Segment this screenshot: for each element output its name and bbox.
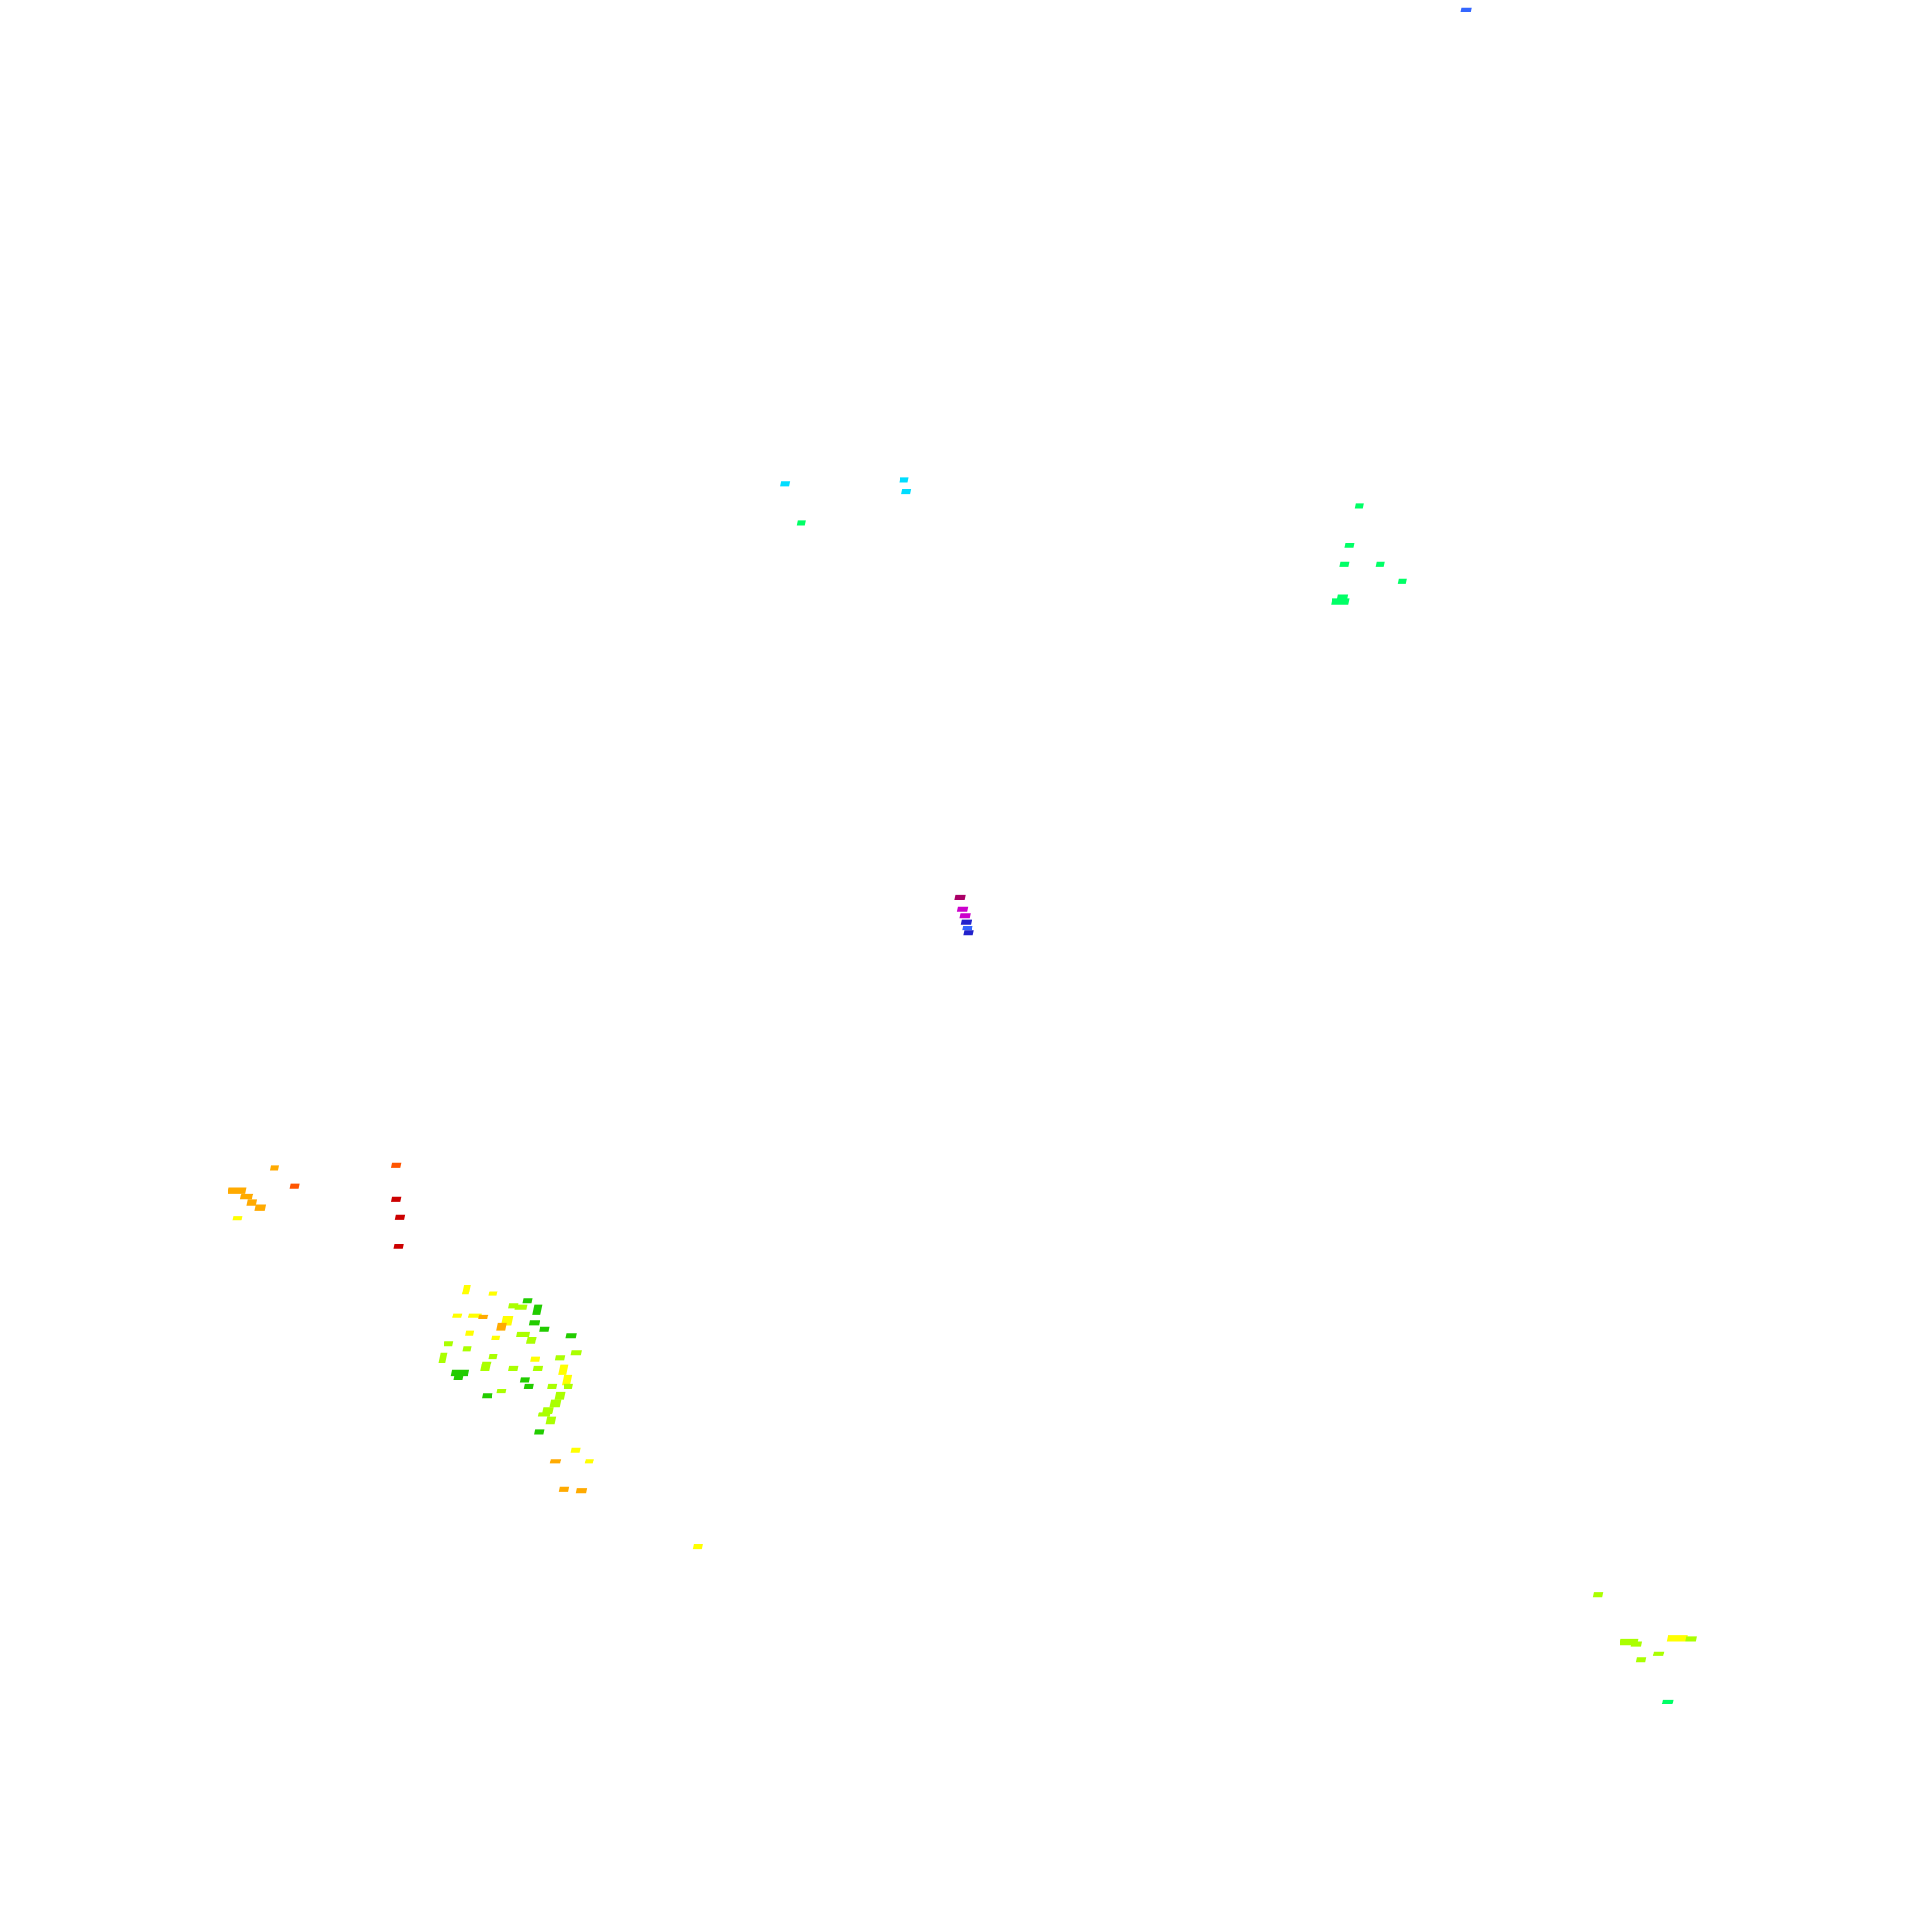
pixel-mark xyxy=(1331,598,1350,605)
pixel-mark xyxy=(523,1383,534,1389)
pixel-mark xyxy=(539,1326,550,1332)
pixel-mark xyxy=(963,930,974,936)
pixel-mark xyxy=(462,1346,472,1352)
pixel-mark xyxy=(514,1304,528,1310)
pixel-mark xyxy=(1354,503,1364,509)
pixel-mark xyxy=(959,913,971,919)
pixel-mark xyxy=(496,1322,507,1331)
pixel-mark xyxy=(537,1412,551,1417)
pixel-mark xyxy=(239,1193,254,1200)
pixel-mark xyxy=(570,1350,582,1356)
pixel-mark xyxy=(554,1391,566,1400)
pixel-mark xyxy=(530,1356,540,1362)
pixel-mark xyxy=(1661,1699,1674,1705)
pixel-mark xyxy=(960,919,972,925)
pixel-mark xyxy=(269,1165,280,1171)
pixel-mark xyxy=(522,1298,533,1304)
pixel-mark xyxy=(491,1335,501,1340)
pixel-mark xyxy=(480,1361,492,1371)
pixel-mark xyxy=(496,1389,507,1394)
pixel-mark xyxy=(508,1365,519,1372)
pixel-mark xyxy=(1339,561,1350,567)
pixel-mark xyxy=(780,481,791,487)
pixel-mark xyxy=(528,1320,540,1326)
pixel-mark xyxy=(461,1285,471,1295)
pixel-mark xyxy=(1336,594,1349,600)
pixel-mark xyxy=(453,1374,464,1381)
pixel-mark xyxy=(899,477,909,483)
pixel-mark xyxy=(516,1331,531,1338)
pixel-mark xyxy=(575,1488,588,1494)
pixel-mark xyxy=(796,520,806,526)
pixel-mark xyxy=(545,1416,557,1425)
pixel-mark xyxy=(547,1383,558,1389)
pixel-mark xyxy=(438,1352,448,1363)
pixel-mark xyxy=(901,489,912,495)
pixel-mark xyxy=(563,1383,573,1389)
pixel-mark xyxy=(1630,1641,1643,1647)
pixel-mark xyxy=(450,1369,470,1377)
pixel-mark xyxy=(390,1196,402,1202)
pixel-mark xyxy=(558,1364,569,1375)
pixel-mark xyxy=(584,1459,594,1464)
pixel-mark xyxy=(570,1447,581,1453)
pixel-mark xyxy=(1344,543,1355,548)
pixel-mark xyxy=(1666,1635,1688,1642)
pixel-mark xyxy=(532,1365,544,1372)
pixel-mark xyxy=(549,1459,562,1464)
pixel-mark xyxy=(565,1333,577,1339)
pixel-mark xyxy=(1592,1592,1604,1598)
pixel-mark xyxy=(482,1393,493,1399)
pixel-mark xyxy=(561,1374,573,1386)
pixel-mark xyxy=(534,1429,545,1435)
pixel-mark xyxy=(525,1337,537,1344)
pixel-mark xyxy=(1375,561,1385,567)
pixel-mark xyxy=(519,1377,530,1383)
pixel-mark xyxy=(1685,1636,1697,1642)
pixel-mark xyxy=(246,1199,258,1206)
pixel-mark xyxy=(549,1399,562,1408)
pixel-mark xyxy=(488,1291,498,1296)
pixel-mark xyxy=(962,926,973,931)
pixel-mark xyxy=(289,1183,300,1189)
pixel-mark xyxy=(554,1355,566,1361)
pixel-mark xyxy=(954,894,966,901)
pixel-mark xyxy=(228,1187,247,1194)
pixel-marks xyxy=(228,7,1697,1705)
pixel-mark xyxy=(394,1214,406,1220)
pixel-mark xyxy=(956,906,969,912)
pixel-mark xyxy=(1397,578,1407,584)
pixel-mark xyxy=(692,1544,703,1550)
pixel-mark xyxy=(478,1314,489,1320)
pixel-mark xyxy=(558,1486,570,1492)
pixel-mark xyxy=(452,1313,463,1318)
pixel-mark xyxy=(488,1354,498,1360)
pixel-mark xyxy=(465,1330,475,1336)
pixel-mark xyxy=(444,1341,454,1347)
pixel-mark xyxy=(468,1313,482,1318)
pixel-mark xyxy=(1460,7,1472,12)
pixel-mark xyxy=(1652,1651,1665,1656)
pixel-mark xyxy=(393,1244,404,1249)
pixel-mark xyxy=(1635,1657,1647,1663)
pixel-mark xyxy=(254,1204,267,1211)
pixel-mark xyxy=(232,1216,243,1221)
pixel-mark xyxy=(532,1304,543,1315)
pixel-mark xyxy=(390,1162,402,1168)
